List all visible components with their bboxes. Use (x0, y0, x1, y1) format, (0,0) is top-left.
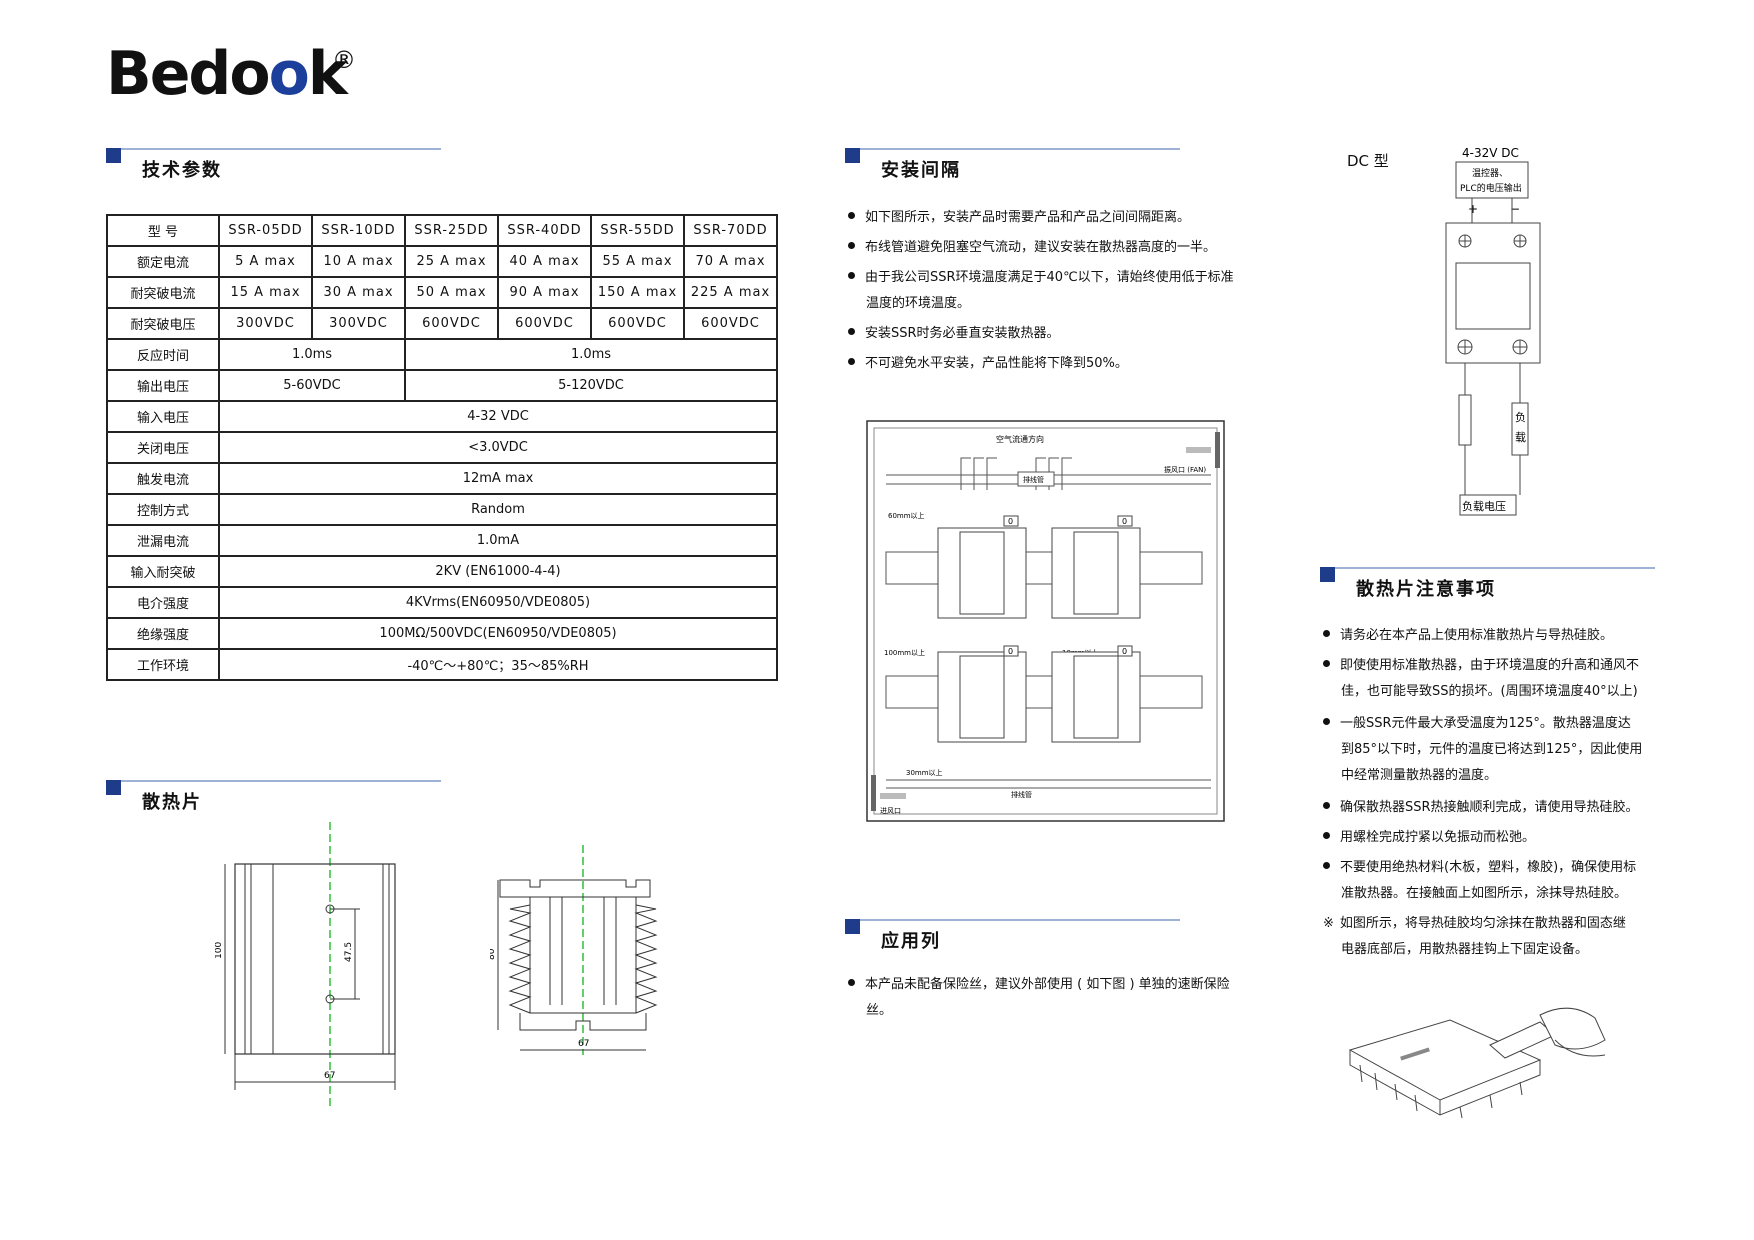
list-item-continued: 温度的环境温度。 (866, 296, 971, 311)
registered-mark: ® (332, 46, 356, 74)
svg-text:排线管: 排线管 (1011, 790, 1032, 799)
list-item: 即使使用标准散热器，由于环境温度的升高和通风不 (1323, 653, 1642, 679)
dc-wiring-diagram: 4-32V DC 温控器、 PLC的电压输出 + − 负 载 负载电压 (1445, 146, 1541, 516)
list-item: 确保散热器SSR热接触顺利完成，请使用导热硅胶。 (1323, 795, 1642, 821)
svg-text:负: 负 (1515, 410, 1526, 424)
list-item: 安装SSR时务必垂直安装散热器。 (848, 321, 1234, 347)
spacing-bullet-list: 如下图所示，安装产品时需要产品和产品之间间隔距离。 布线管道避免阻塞空气流动，建… (848, 205, 1234, 377)
list-item-continued: 佳，也可能导致SS的损坏。(周围环境温度40°以上) (1341, 684, 1638, 699)
list-item: 不可避免水平安装，产品性能将下降到50%。 (848, 351, 1234, 377)
list-item-continued: 中经常测量散热器的温度。 (1341, 768, 1498, 783)
svg-text:振风口 (FAN): 振风口 (FAN) (1164, 465, 1206, 474)
section-title: 散热片 (142, 792, 202, 813)
list-item: ※如图所示，将导热硅胶均匀涂抹在散热器和固态继 (1323, 916, 1626, 931)
section-title: 安装间隔 (881, 160, 961, 181)
section-title: 应用列 (881, 931, 941, 952)
svg-text:100: 100 (215, 942, 224, 959)
list-item-continued: 电器底部后，用散热器挂钩上下固定设备。 (1341, 942, 1589, 957)
svg-text:载: 载 (1515, 431, 1526, 444)
thermal-paste-illustration (1348, 1007, 1606, 1119)
svg-text:67: 67 (324, 1071, 335, 1081)
table-row: 工作环境-40℃～+80℃；35～85%RH (106, 648, 778, 681)
section-header-application: 应用列 (845, 917, 1180, 952)
svg-text:进风口: 进风口 (880, 807, 901, 815)
svg-text:100mm以上: 100mm以上 (884, 648, 925, 657)
svg-text:80: 80 (490, 948, 497, 960)
svg-text:67: 67 (578, 1039, 589, 1049)
list-item: 布线管道避免阻塞空气流动，建议安装在散热器高度的一半。 (848, 235, 1234, 261)
list-item-continued: 准散热器。在接触面上如图所示，涂抹导热硅胶。 (1341, 886, 1628, 901)
list-item: 本产品未配备保险丝，建议外部使用 ( 如下图 ) 单独的速断保险 (848, 972, 1230, 998)
svg-text:负载电压: 负载电压 (1462, 499, 1506, 513)
section-header-heatsink: 散热片 (106, 778, 441, 813)
svg-text:30mm以上: 30mm以上 (906, 768, 943, 777)
svg-text:PLC的电压输出: PLC的电压输出 (1460, 182, 1522, 194)
section-title: 散热片注意事项 (1356, 579, 1496, 600)
svg-text:0: 0 (1008, 647, 1013, 656)
svg-text:空气流通方向: 空气流通方向 (996, 434, 1044, 444)
list-item: 如下图所示，安装产品时需要产品和产品之间间隔距离。 (848, 205, 1234, 231)
table-row: 关闭电压<3.0VDC (106, 431, 778, 464)
ssr-module-row-top: 0 0 (885, 515, 1203, 619)
reference-mark: ※ (1323, 916, 1334, 931)
svg-text:0: 0 (1122, 517, 1127, 526)
svg-text:+: + (1468, 202, 1478, 216)
dc-type-label: DC 型 (1347, 152, 1389, 170)
svg-text:−: − (1510, 202, 1520, 216)
ssr-module-row-bottom: 0 0 (885, 645, 1203, 743)
list-item: 不要使用绝热材料(木板，塑料，橡胶)，确保使用标 (1323, 855, 1642, 881)
svg-text:47.5: 47.5 (344, 942, 354, 962)
svg-text:0: 0 (1122, 647, 1127, 656)
heatsink-front-drawing: 100 47.5 67 (215, 822, 396, 1107)
svg-text:温控器、: 温控器、 (1472, 167, 1508, 179)
svg-text:排线管: 排线管 (1023, 475, 1044, 484)
svg-text:0: 0 (1008, 517, 1013, 526)
heatsink-side-drawing: 80 67 (490, 845, 658, 1055)
list-item: 一般SSR元件最大承受温度为125°。散热器温度达 (1323, 711, 1642, 737)
list-item-continued: 到85°以下时，元件的温度已将达到125°，因此使用 (1341, 742, 1643, 757)
section-header-tech: 技术参数 (106, 146, 441, 181)
brand-logo: Bedook ® (106, 39, 356, 109)
svg-text:4-32V DC: 4-32V DC (1462, 146, 1519, 160)
list-item: 用螺栓完成拧紧以免振动而松弛。 (1323, 825, 1642, 851)
list-item-continued: 丝。 (866, 1003, 893, 1018)
list-item: 由于我公司SSR环境温度满足于40℃以下，请始终使用低于标准 (848, 265, 1234, 291)
svg-text:60mm以上: 60mm以上 (888, 511, 925, 520)
section-header-spacing: 安装间隔 (845, 146, 1180, 181)
heatsink-notes-list: 请务必在本产品上使用标准散热片与导热硅胶。 即使使用标准散热器，由于环境温度的升… (1323, 623, 1642, 963)
installation-layout-drawing: 空气流通方向 振风口 (FAN) 排线管 60mm以上 0 0 100mm以上 … (866, 420, 1225, 822)
section-title: 技术参数 (142, 160, 222, 181)
application-text: 本产品未配备保险丝，建议外部使用 ( 如下图 ) 单独的速断保险 丝。 (848, 972, 1230, 1024)
list-item: 请务必在本产品上使用标准散热片与导热硅胶。 (1323, 623, 1642, 649)
section-header-heatsink-notes: 散热片注意事项 (1320, 565, 1655, 600)
